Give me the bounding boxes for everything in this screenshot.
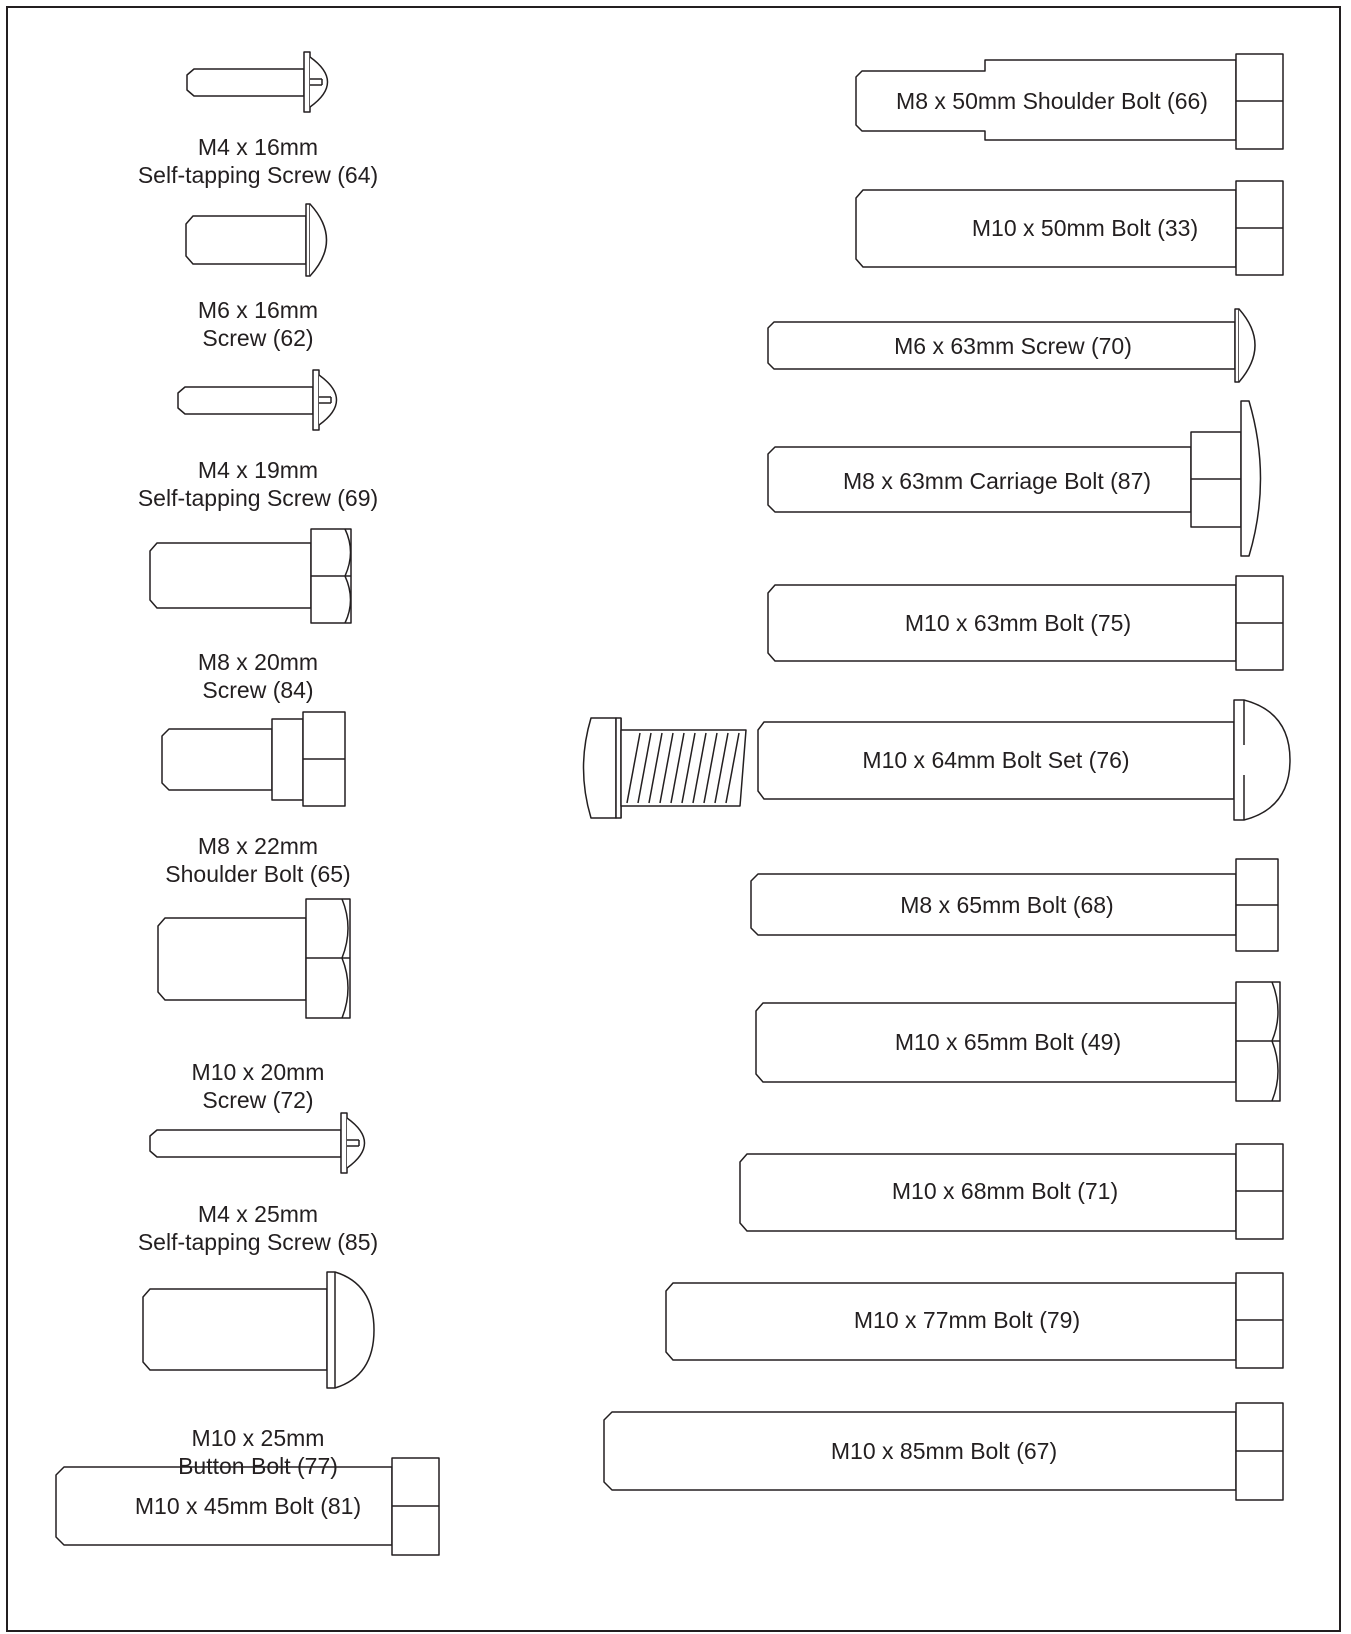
label-part-69-size: M4 x 19mm [197,457,319,483]
label-part-85-name: Self-tapping Screw (85) [137,1229,379,1255]
label-part-62-size: M6 x 16mm [197,297,319,323]
label-part-64-name: Self-tapping Screw (64) [137,162,379,188]
carriage-bolt-87-drawing [767,400,1262,557]
self-tapping-screw-85-drawing [149,1112,366,1174]
bolt-79-drawing [665,1272,1284,1369]
label-part-65-size: M8 x 22mm [197,833,319,859]
label-part-65: M8 x 22mm Shoulder Bolt (65) [165,832,350,888]
label-part-33: M10 x 50mm Bolt (33) [971,215,1199,241]
label-part-65-name: Shoulder Bolt (65) [165,861,351,887]
label-part-64: M4 x 16mm Self-tapping Screw (64) [138,133,378,189]
label-part-85: M4 x 25mm Self-tapping Screw (85) [138,1200,378,1256]
label-part-75: M10 x 63mm Bolt (75) [904,610,1132,636]
self-tapping-screw-69-drawing [177,369,338,431]
label-part-70: M6 x 63mm Screw (70) [894,333,1132,359]
label-part-67: M10 x 85mm Bolt (67) [830,1438,1058,1464]
label-part-87: M8 x 63mm Carriage Bolt (87) [842,468,1152,494]
bolt-71-drawing [739,1143,1284,1240]
bolt-81-drawing [55,1457,440,1556]
bolt-33-drawing [855,180,1284,276]
bolt-set-76-drawing [582,699,1291,821]
label-part-77: M10 x 25mm Button Bolt (77) [178,1424,338,1480]
label-part-69: M4 x 19mm Self-tapping Screw (69) [138,456,378,512]
label-part-81: M10 x 45mm Bolt (81) [134,1493,362,1519]
bolt-68-drawing [750,858,1279,952]
label-part-71: M10 x 68mm Bolt (71) [891,1178,1119,1204]
label-part-72: M10 x 20mm Screw (72) [192,1058,325,1114]
label-part-62: M6 x 16mm Screw (62) [198,296,318,352]
label-part-76: M10 x 64mm Bolt Set (76) [862,747,1130,773]
button-bolt-77-drawing [142,1271,375,1389]
label-part-69-name: Self-tapping Screw (69) [137,485,379,511]
label-part-72-name: Screw (72) [202,1087,314,1113]
self-tapping-screw-64-drawing [186,51,329,113]
shoulder-bolt-65-drawing [161,711,346,807]
label-part-68: M8 x 65mm Bolt (68) [900,892,1114,918]
bolt-75-drawing [767,575,1284,671]
screw-72-drawing [157,898,351,1019]
label-part-84-size: M8 x 20mm [197,649,319,675]
label-part-72-size: M10 x 20mm [191,1059,325,1085]
label-part-77-size: M10 x 25mm [191,1425,325,1451]
shoulder-bolt-66-drawing [855,53,1284,150]
label-part-84: M8 x 20mm Screw (84) [198,648,318,704]
label-part-49: M10 x 65mm Bolt (49) [894,1029,1122,1055]
bolt-49-drawing [755,981,1281,1102]
screw-70-drawing [767,308,1256,383]
label-part-77-name: Button Bolt (77) [178,1453,338,1479]
label-part-85-size: M4 x 25mm [197,1201,319,1227]
label-part-62-name: Screw (62) [202,325,314,351]
screw-84-drawing [149,528,352,624]
label-part-79: M10 x 77mm Bolt (79) [853,1307,1081,1333]
parts-identification-chart [6,6,1341,1632]
bolt-67-drawing [603,1402,1284,1501]
label-part-64-size: M4 x 16mm [197,134,319,160]
label-part-66: M8 x 50mm Shoulder Bolt (66) [896,88,1208,114]
screw-62-drawing [185,203,328,277]
thread-lines [626,732,740,804]
label-part-84-name: Screw (84) [202,677,314,703]
